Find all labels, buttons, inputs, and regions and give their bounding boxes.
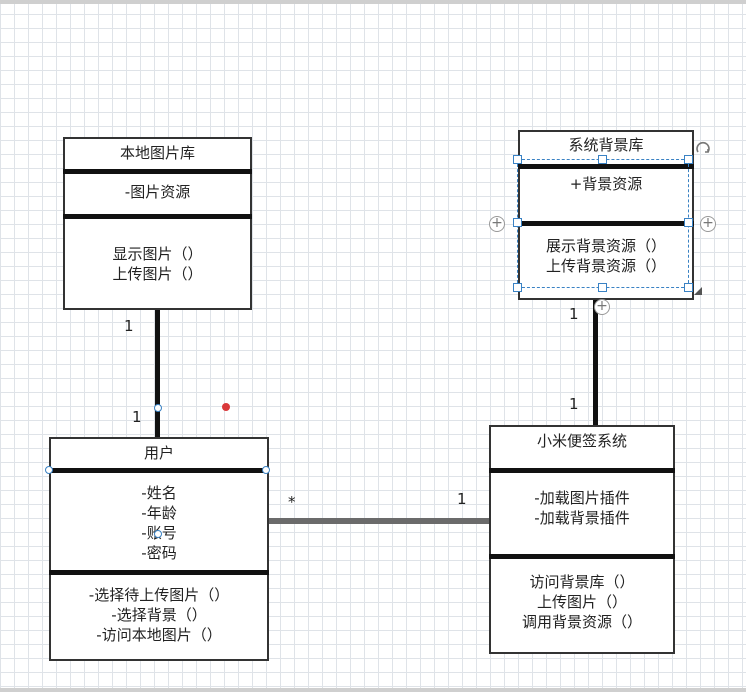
operation: -选择背景（） bbox=[111, 606, 207, 624]
operation: 访问背景库（） bbox=[529, 573, 635, 591]
mult-user-top-end: 1 bbox=[132, 408, 142, 426]
resize-handle[interactable] bbox=[513, 155, 522, 164]
add-connection-bottom-icon[interactable]: + bbox=[594, 299, 610, 315]
mult-gallery-end: 1 bbox=[124, 317, 134, 335]
operation: 上传背景资源（） bbox=[545, 257, 666, 275]
connection-point[interactable] bbox=[45, 466, 53, 474]
class-title: 用户 bbox=[143, 444, 174, 462]
operation: 上传图片（） bbox=[112, 265, 203, 283]
connection-point[interactable] bbox=[154, 404, 162, 412]
resize-handle[interactable] bbox=[513, 283, 522, 292]
operation: 展示背景资源（） bbox=[545, 237, 666, 255]
class-operations: -选择待上传图片（） -选择背景（） -访问本地图片（） bbox=[51, 585, 267, 645]
connection-point[interactable] bbox=[262, 466, 270, 474]
operation: 显示图片（） bbox=[112, 245, 203, 263]
resize-handle[interactable] bbox=[684, 283, 693, 292]
attribute: +背景资源 bbox=[569, 175, 643, 193]
class-separator bbox=[63, 214, 252, 219]
class-system-background[interactable]: 系统背景库 +背景资源 展示背景资源（） 上传背景资源（） bbox=[518, 130, 694, 300]
operation: 调用背景资源（） bbox=[521, 613, 642, 631]
bottom-edge bbox=[0, 688, 746, 692]
class-separator bbox=[518, 164, 694, 169]
resize-handle[interactable] bbox=[598, 283, 607, 292]
attribute: -加载背景插件 bbox=[534, 509, 630, 527]
class-separator bbox=[489, 468, 675, 473]
resize-handle[interactable] bbox=[684, 155, 693, 164]
class-operations: 显示图片（） 上传图片（） bbox=[65, 244, 250, 284]
selection-box bbox=[517, 159, 689, 288]
red-marker bbox=[222, 403, 230, 411]
resize-handle[interactable] bbox=[513, 218, 522, 227]
attribute: -图片资源 bbox=[124, 183, 191, 201]
class-attributes: -姓名 -年龄 -账号 -密码 bbox=[51, 483, 267, 563]
mult-xiaomi-top-end: 1 bbox=[569, 395, 579, 413]
class-attributes: -加载图片插件 -加载背景插件 bbox=[491, 488, 673, 528]
class-title: 小米便签系统 bbox=[536, 432, 627, 450]
attribute: -姓名 bbox=[141, 484, 177, 502]
attribute: -加载图片插件 bbox=[534, 489, 630, 507]
add-connection-right-icon[interactable]: + bbox=[700, 216, 716, 232]
class-attributes: -图片资源 bbox=[65, 182, 250, 202]
class-attributes: +背景资源 bbox=[520, 174, 692, 194]
add-connection-left-icon[interactable]: + bbox=[489, 216, 505, 232]
mult-system-end: 1 bbox=[569, 305, 579, 323]
edge-user-xiaomi[interactable] bbox=[268, 518, 490, 524]
class-separator bbox=[489, 554, 675, 559]
edge-gallery-user[interactable] bbox=[155, 309, 160, 437]
top-toolbar-edge bbox=[0, 0, 746, 4]
class-separator bbox=[49, 570, 269, 575]
mult-user-right-end: * bbox=[288, 493, 296, 511]
resize-handle[interactable] bbox=[684, 218, 693, 227]
operation: 上传图片（） bbox=[536, 593, 627, 611]
connection-point[interactable] bbox=[154, 530, 162, 538]
class-title: 本地图片库 bbox=[119, 144, 195, 162]
class-xiaomi-notes-system[interactable]: 小米便签系统 -加载图片插件 -加载背景插件 访问背景库（） 上传图片（） 调用… bbox=[489, 425, 675, 654]
operation: -选择待上传图片（） bbox=[88, 586, 230, 604]
class-separator bbox=[49, 468, 269, 473]
class-separator bbox=[63, 169, 252, 174]
mult-xiaomi-left-end: 1 bbox=[457, 490, 467, 508]
edge-system-xiaomi[interactable] bbox=[593, 299, 598, 426]
class-operations: 访问背景库（） 上传图片（） 调用背景资源（） bbox=[491, 572, 673, 632]
operation: -访问本地图片（） bbox=[96, 626, 222, 644]
class-separator bbox=[518, 221, 694, 226]
class-user[interactable]: 用户 -姓名 -年龄 -账号 -密码 -选择待上传图片（） -选择背景（） -访… bbox=[49, 437, 269, 661]
attribute: -密码 bbox=[141, 544, 177, 562]
resize-handle[interactable] bbox=[598, 155, 607, 164]
rotate-icon[interactable] bbox=[694, 140, 712, 158]
resize-corner-icon[interactable] bbox=[694, 287, 702, 295]
class-operations: 展示背景资源（） 上传背景资源（） bbox=[520, 236, 692, 276]
class-local-gallery[interactable]: 本地图片库 -图片资源 显示图片（） 上传图片（） bbox=[63, 137, 252, 310]
class-title: 系统背景库 bbox=[568, 136, 644, 154]
attribute: -年龄 bbox=[141, 504, 177, 522]
